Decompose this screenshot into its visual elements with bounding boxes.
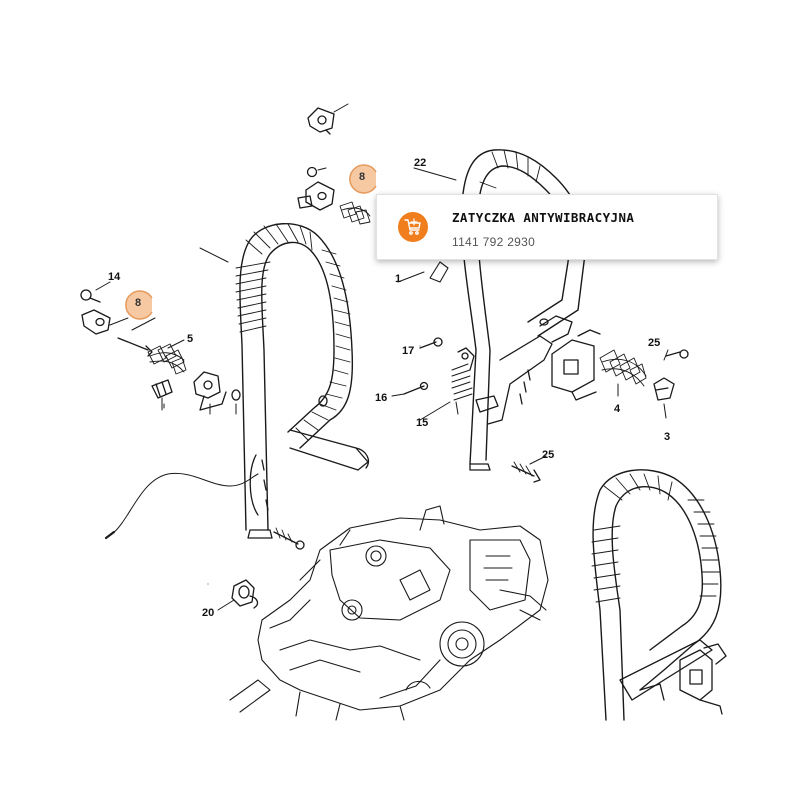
- plug-left: [151, 379, 173, 411]
- callout-4: 4: [614, 403, 621, 415]
- callout-20: 20: [202, 607, 215, 619]
- washer-left: [231, 389, 241, 415]
- front-handle-left: [199, 223, 370, 539]
- screw-25b: [511, 455, 547, 483]
- callout-5: 5: [187, 333, 194, 345]
- callout-25-lower: 25: [542, 449, 555, 461]
- part-marker-label: 8: [358, 171, 366, 183]
- part-number: 1141 792 2930: [452, 235, 536, 249]
- screw-top: [306, 166, 327, 178]
- add-to-cart-button[interactable]: [398, 212, 428, 242]
- front-handle-right: [591, 469, 727, 721]
- clip-top: [307, 103, 349, 135]
- spring-5: [147, 339, 187, 375]
- engine-housing: [229, 505, 549, 721]
- partial-circle-icon: [349, 164, 377, 194]
- buffer-left: [193, 371, 227, 415]
- screw-25a: [663, 349, 689, 361]
- screw-16: [403, 381, 429, 395]
- callout-14: 14: [108, 271, 121, 283]
- callout-1: 1: [395, 273, 402, 285]
- spring-4: [599, 349, 647, 397]
- plug-3: [653, 377, 675, 419]
- spring-top: [339, 201, 371, 225]
- screw-housing: [273, 527, 305, 550]
- spring-15: [451, 347, 475, 415]
- part-marker-8-left[interactable]: 8: [124, 288, 156, 320]
- part-tooltip: ZATYCZKA ANTYWIBRACYJNA 1141 792 2930: [376, 194, 718, 260]
- wire: [111, 472, 259, 535]
- callout-3: 3: [664, 431, 671, 443]
- callout-15: 15: [416, 417, 429, 429]
- pin-left: [117, 317, 156, 357]
- callout-16: 16: [375, 392, 388, 404]
- partial-circle-icon: [125, 290, 153, 320]
- rear-bracket: [551, 329, 601, 401]
- part-marker-8-top[interactable]: 8: [348, 162, 380, 194]
- callout-22: 22: [414, 157, 427, 169]
- part-name: ZATYCZKA ANTYWIBRACYJNA: [452, 210, 635, 225]
- clamp-top: [297, 181, 335, 211]
- screw-17: [419, 337, 443, 349]
- callout-17: 17: [402, 345, 415, 357]
- cart-add-icon: [404, 218, 421, 235]
- screw-14: [80, 281, 111, 303]
- clamp-left: [81, 309, 129, 335]
- callout-25-upper: 25: [648, 337, 661, 349]
- part-marker-label: 8: [134, 297, 142, 309]
- bushing-20: [217, 579, 259, 611]
